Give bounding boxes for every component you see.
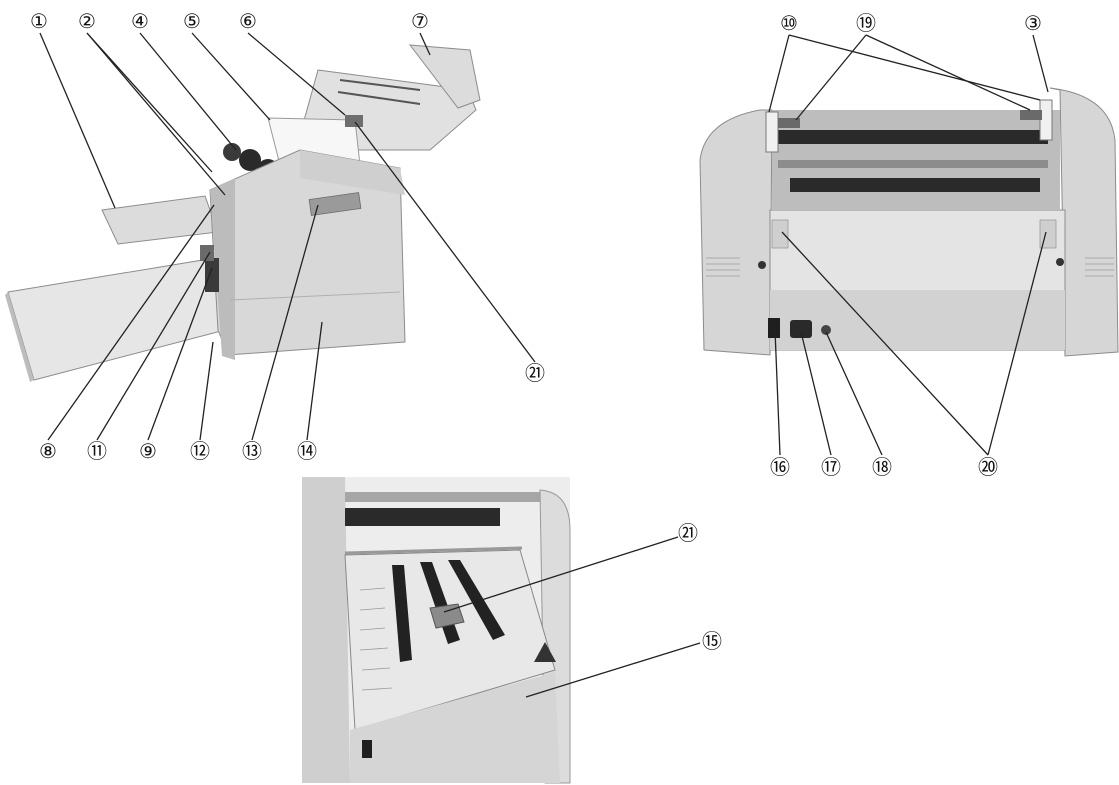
rear-left-housing: [699, 109, 773, 356]
rear-view-figure: [699, 87, 1119, 357]
stop-guide-left: [771, 219, 789, 249]
callout-3: ③: [1024, 11, 1042, 35]
closeup-roller: [345, 508, 500, 526]
callout-18: ⑱: [872, 455, 892, 479]
side-cover: [1049, 87, 1119, 357]
rear-roller-upper: [778, 130, 1048, 144]
callout-16: ⑯: [770, 455, 790, 479]
callout-1: ①: [30, 9, 48, 33]
callout-15: ⑮: [702, 629, 722, 653]
callout-13: ⑬: [242, 439, 262, 463]
callout-21-closeup: ㉑: [678, 521, 698, 545]
side-guide: [345, 115, 363, 127]
callout-7: ⑦: [411, 9, 429, 33]
rear-roller-lower: [790, 178, 1040, 192]
callout-19: ⑲: [856, 11, 876, 35]
closeup-side-guide: [429, 603, 465, 629]
callout-4: ④: [131, 9, 149, 33]
callout-17: ⑰: [821, 455, 841, 479]
roller-lever-left: [778, 118, 800, 128]
power-switch: [768, 318, 780, 338]
front-view-figure: [5, 44, 481, 382]
callout-6: ⑥: [239, 9, 257, 33]
power-inlet: [790, 320, 812, 338]
roller-lever-right: [1020, 110, 1042, 120]
feed-roller: [239, 149, 261, 171]
callout-labels: ① ② ④ ⑤ ⑥ ⑦ ⑧ ⑪ ⑨ ⑫ ⑬ ⑭ ㉑ ⑩ ⑲ ③ ⑯ ⑰ ⑱ ⑳ …: [30, 9, 1042, 653]
feed-table-closeup-figure: [302, 477, 571, 784]
side-panel: [210, 178, 235, 360]
callout-21-front: ㉑: [525, 361, 545, 385]
fold-plate-knob-left: [765, 111, 779, 153]
callout-2: ②: [78, 9, 96, 33]
callout-14: ⑭: [297, 439, 317, 463]
fold-plate-tray: [101, 195, 219, 245]
fuse-holder: [821, 325, 831, 335]
callout-12: ⑫: [190, 439, 210, 463]
leader-lines: [39, 32, 1049, 698]
feed-table-extension: [408, 44, 481, 109]
warning-label-icon: [534, 642, 556, 662]
callout-8: ⑧: [39, 439, 57, 463]
callout-20: ⑳: [978, 455, 998, 479]
callout-5: ⑤: [183, 9, 201, 33]
callout-9: ⑨: [139, 439, 157, 463]
callout-10: ⑩: [780, 11, 798, 35]
stopper-lever: [205, 258, 219, 292]
callout-11: ⑪: [87, 439, 107, 463]
control-panel: [308, 192, 362, 216]
